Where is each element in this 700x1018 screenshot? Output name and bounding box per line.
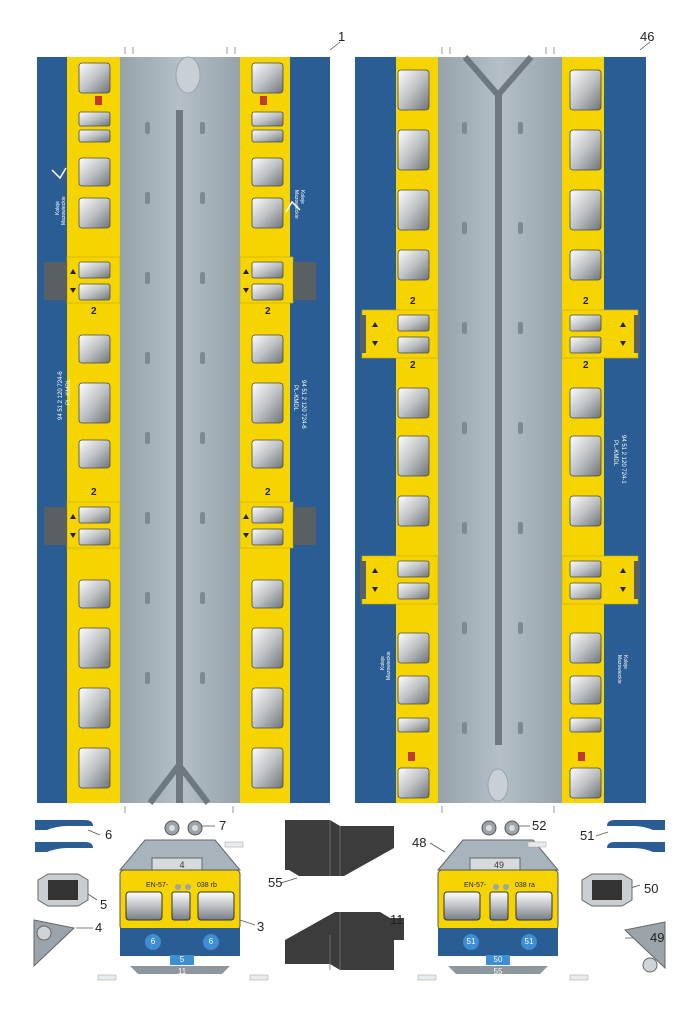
right-car-number-line1: 94 51 2 120 724-1 [620, 435, 626, 484]
left-car-number-line1: 94 51 2 120 724-6 [58, 371, 64, 420]
part-52-lamps [481, 820, 520, 836]
label-part-49: 49 [650, 930, 665, 945]
part-4-side-piece [33, 919, 76, 968]
cab-front-right [436, 839, 560, 974]
cab-right-front-number: 50 [493, 955, 503, 964]
right-car-class-mark-b2: 2 [583, 360, 589, 371]
cab-right-roof-number: 49 [493, 860, 504, 870]
cab-left-side-number-a: 6 [150, 937, 156, 946]
label-part-11: 11 [390, 912, 404, 927]
right-car-class-mark-b1: 2 [583, 296, 589, 307]
cab-left-side-number-b: 6 [208, 937, 214, 946]
cab-right-side-number-b: 51 [524, 937, 534, 946]
left-car-class-mark-b2: 2 [265, 487, 271, 498]
right-car-brand-line2: Mazowieckie [386, 651, 392, 680]
label-part-1: 1 [338, 29, 346, 44]
part-5-coupler [37, 873, 89, 907]
part-7-lamps [164, 820, 203, 836]
cab-right-route: EN-57- [464, 882, 487, 889]
leader-lines [76, 41, 651, 939]
right-car-brand-b-line1: Koleje [622, 655, 628, 669]
cab-right-side-number-a: 51 [466, 937, 476, 946]
cab-left-bottom-number: 11 [177, 967, 187, 976]
cab-right-unit: 038 ra [515, 882, 535, 889]
label-part-4: 4 [95, 920, 103, 935]
left-car-number-line2: PL-KMDL [66, 378, 72, 405]
cab-front-left [118, 839, 242, 974]
left-car-roof-duct [176, 110, 183, 803]
left-car-side-b [290, 57, 330, 803]
left-car-number-b-line2: PL-KMDL [292, 385, 298, 412]
label-part-48: 48 [412, 835, 427, 850]
right-car-unfold [355, 55, 646, 803]
cab-left-route: EN-57- [146, 882, 169, 889]
label-part-3: 3 [257, 919, 265, 934]
label-part-7: 7 [219, 818, 227, 833]
part-50-coupler [581, 873, 633, 907]
label-part-55: 55 [268, 875, 283, 890]
left-car-class-mark-b1: 2 [265, 306, 271, 317]
part-11-dark-strip [285, 912, 404, 970]
part-49-side-piece [623, 921, 666, 973]
label-part-50: 50 [644, 881, 659, 896]
left-car-unfold [37, 56, 330, 805]
label-part-5: 5 [100, 897, 108, 912]
left-car-brand-b-line2: Mazowieckie [293, 190, 299, 219]
part-55-dark-strip [285, 820, 394, 876]
right-car-number-line2: PL-KMDL [612, 440, 618, 467]
right-car-brand-b-line2: Mazowieckie [616, 655, 622, 684]
left-car-brand-b-line1: Koleje [299, 190, 305, 204]
part-6-bumpers [35, 820, 93, 852]
left-car-class-mark-a2: 2 [91, 487, 97, 498]
label-part-51: 51 [580, 828, 595, 843]
cab-right-bottom-number: 55 [493, 967, 503, 976]
label-part-52: 52 [532, 818, 547, 833]
cab-left-roof-number: 4 [179, 860, 185, 870]
left-car-number-b-line1: 94 51 2 120 724-6 [300, 380, 306, 429]
left-car-class-mark-a1: 2 [91, 306, 97, 317]
left-car-brand-line2: Mazowieckie [61, 196, 67, 225]
right-car-class-mark-a1: 2 [410, 296, 416, 307]
label-part-6: 6 [105, 827, 113, 842]
label-part-46: 46 [640, 29, 655, 44]
fold-marks [124, 47, 555, 813]
cab-left-front-number: 5 [179, 955, 185, 964]
part-51-bumpers [607, 820, 665, 852]
right-car-class-mark-a2: 2 [410, 360, 416, 371]
cab-left-unit: 038 rb [197, 882, 217, 889]
